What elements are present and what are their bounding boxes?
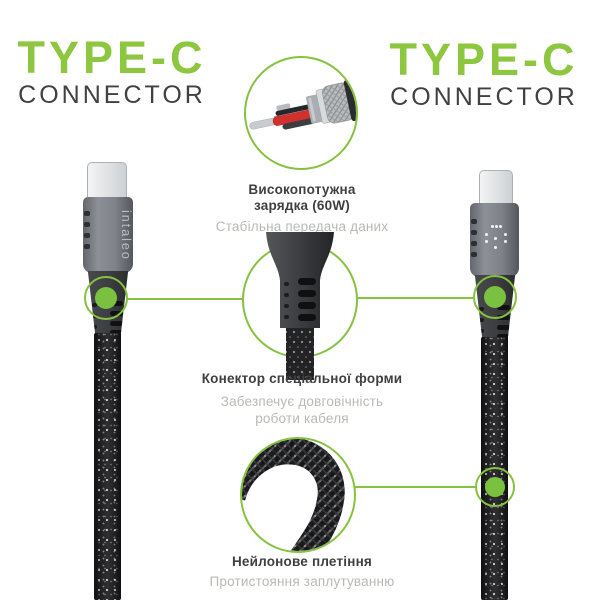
callout-ring-right: [473, 275, 517, 319]
connector-subtitle-right: CONNECTOR: [390, 83, 578, 111]
ridge: [471, 252, 477, 257]
feature-charging-subtitle: Стабільна передача даних: [215, 219, 389, 234]
vent-slot: [497, 334, 510, 339]
feature-charging: Високопотужна зарядка (60W) Стабільна пе…: [182, 182, 422, 235]
ridge: [84, 244, 90, 249]
callout-ring-right-lower: [475, 467, 515, 507]
callout-line-left: [127, 298, 244, 300]
braided-cable-left: [94, 333, 121, 600]
connector-subtitle-left: CONNECTOR: [18, 81, 206, 109]
callout-circle-charging: [244, 56, 358, 170]
usb-c-connector-body-left: intaleo: [83, 197, 133, 273]
ridge: [471, 219, 477, 224]
callout-dot-right: [484, 286, 506, 308]
intaleo-dots-logo-icon: [483, 225, 509, 251]
feature-connector-shape-subtitle-line1: Забезпечує довговічність: [220, 393, 384, 409]
callout-dot-right-lower: [485, 477, 505, 497]
callout-dot-left: [95, 287, 117, 309]
callout-ring-left: [84, 276, 128, 320]
callout-line-bottom: [355, 486, 476, 488]
grip-tick: [92, 325, 97, 329]
usb-c-plug-tip-right: [479, 170, 513, 205]
feature-connector-shape-title: Конектор спеціальної форми: [201, 371, 403, 386]
usb-c-connector-body-right: [470, 203, 519, 277]
grip-tick: [479, 318, 484, 322]
brand-label: intaleo: [119, 209, 133, 261]
heading-right: TYPE-C CONNECTOR: [378, 34, 590, 111]
vent-slot: [497, 325, 510, 330]
strain-relief-closeup-icon: [266, 232, 334, 380]
feature-charging-title-line2: зарядка (60W): [254, 197, 350, 213]
feature-nylon-braid-title: Нейлонове плетіння: [231, 554, 372, 569]
ridge: [84, 233, 90, 238]
feature-charging-title-line1: Високопотужна: [248, 182, 356, 197]
vent-slot: [110, 321, 123, 326]
vent-slot: [110, 330, 123, 335]
feature-connector-shape: Конектор спеціальної форми Забезпечує до…: [182, 371, 422, 427]
type-c-title-left: TYPE-C: [17, 32, 207, 83]
callout-line-right: [356, 297, 474, 299]
feature-nylon-braid-subtitle: Протистояння заплутуванню: [209, 573, 395, 589]
braided-cable-bend-icon: [242, 439, 345, 551]
feature-nylon-braid: Нейлонове плетіння Протистояння заплутув…: [182, 554, 422, 590]
ridge: [471, 241, 477, 246]
type-c-title-right: TYPE-C: [389, 34, 579, 85]
heading-left: TYPE-C CONNECTOR: [6, 32, 218, 109]
exploded-connector-icon: [249, 79, 356, 130]
usb-c-plug-tip-left: [87, 162, 127, 199]
vent-slot: [497, 315, 510, 320]
ridge: [84, 211, 90, 216]
ridge: [471, 230, 477, 235]
grip-tick: [479, 329, 484, 333]
ridge: [84, 222, 90, 227]
callout-circle-nylon-braid: [240, 437, 356, 553]
feature-connector-shape-subtitle-line2: роботи кабеля: [255, 410, 349, 426]
